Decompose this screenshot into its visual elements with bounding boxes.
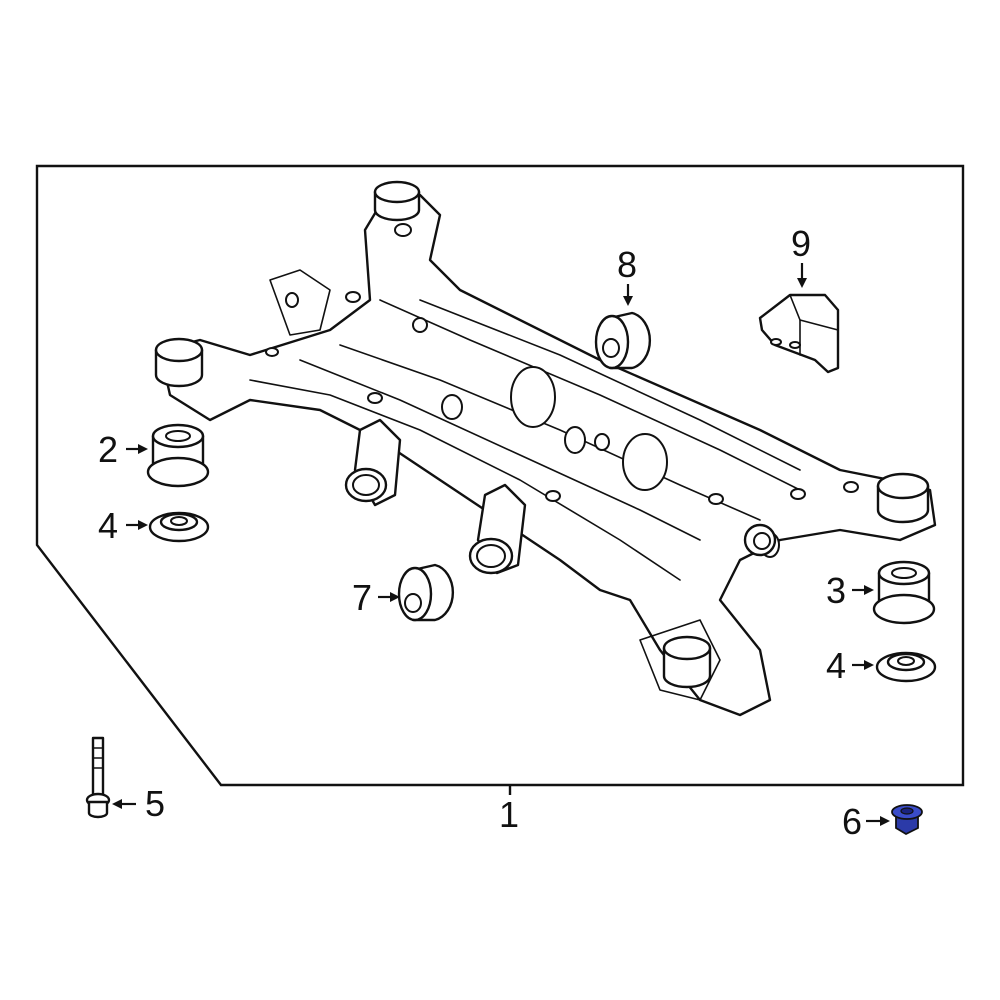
mount-cup-top (373, 180, 421, 222)
callout-2-label: 2 (98, 429, 118, 470)
callout-4-label-left: 4 (98, 505, 118, 546)
callout-6-arrow (866, 816, 890, 826)
callout-2-arrow (126, 444, 148, 454)
bushing-2[interactable] (146, 423, 210, 488)
bushing-7[interactable] (397, 563, 455, 622)
bracket-9[interactable] (758, 293, 840, 374)
callout-3-arrow (852, 585, 874, 595)
callout-1-label: 1 (499, 794, 519, 835)
callout-9-arrow (797, 263, 807, 288)
callout-8-label: 8 (617, 244, 637, 285)
washer-4-right[interactable] (875, 651, 937, 683)
nut-6[interactable] (891, 804, 923, 836)
washer-4-left[interactable] (148, 511, 210, 543)
callout-4-arrow-left (126, 520, 148, 530)
callout-3-label: 3 (826, 570, 846, 611)
mount-cup-bottom (662, 635, 712, 689)
callout-8-arrow (623, 284, 633, 306)
callout-4-arrow-right (852, 660, 874, 670)
callout-5-arrow (112, 799, 136, 809)
callout-6-label: 6 (842, 801, 862, 842)
callout-9-label: 9 (791, 223, 811, 264)
callout-7-label: 7 (352, 577, 372, 618)
callout-4-label-right: 4 (826, 645, 846, 686)
mount-cup-left (154, 337, 204, 388)
rear-subframe[interactable] (154, 180, 937, 717)
callout-7-arrow (378, 592, 400, 602)
mount-cup-right (876, 472, 930, 524)
arm-bracket-left (344, 418, 402, 507)
bushing-3[interactable] (872, 560, 936, 625)
bushing-8[interactable] (594, 311, 652, 370)
arm-bracket-right (468, 483, 527, 575)
bolt-5[interactable] (85, 736, 111, 819)
assembly-frame (35, 164, 965, 787)
callout-5-label: 5 (145, 783, 165, 824)
